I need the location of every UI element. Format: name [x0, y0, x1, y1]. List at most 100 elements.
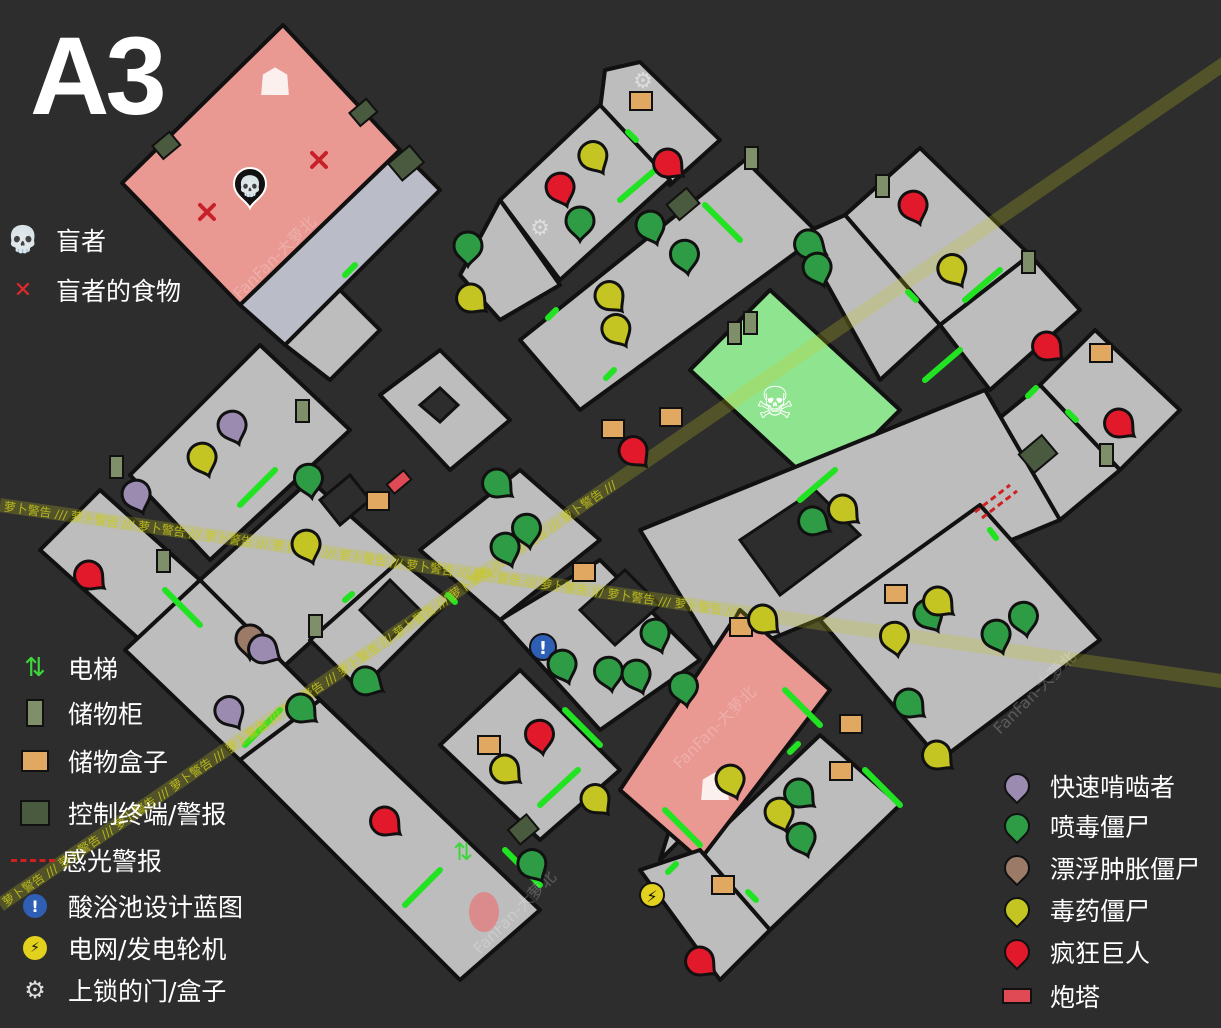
legend-label: 喷毒僵尸: [1050, 813, 1151, 842]
gear-icon: ⚙: [530, 216, 550, 241]
locker-icon: [18, 696, 52, 730]
elevator-icon: ⇅: [24, 653, 46, 683]
door: [603, 367, 617, 381]
blind-food-x-icon: [198, 151, 328, 221]
purple-marker-icon: [998, 767, 1036, 805]
legend-label: 储物柜: [68, 700, 144, 729]
box-icon: [839, 714, 863, 734]
door: [1025, 385, 1039, 399]
legend-item-purple: 快速啃啮者: [998, 767, 1176, 805]
door: [787, 741, 801, 755]
locker-icon: [727, 321, 742, 345]
generator-icon: ⚡: [18, 931, 52, 965]
door: [562, 707, 603, 748]
doors: [162, 129, 1079, 908]
locker-icon: [1021, 250, 1036, 274]
door: [1065, 409, 1079, 423]
locker-icon: [875, 174, 890, 198]
door: [342, 591, 355, 603]
door: [445, 592, 458, 605]
x-mark-icon: ✕: [13, 277, 33, 303]
box-icon: [711, 875, 735, 895]
legend-label: 电梯: [68, 655, 119, 684]
terminals: [151, 97, 1059, 846]
legend-label: 储物盒子: [68, 748, 169, 777]
blind-boss-skull-icon: 💀: [232, 166, 268, 211]
legend-label: 上锁的门/盒子: [68, 977, 227, 1006]
hole-ring: [417, 385, 461, 425]
blind-room-icons: 💀 ☗ ☗: [198, 60, 732, 809]
box-icon: [829, 761, 853, 781]
box-icon: [659, 407, 683, 427]
door: [862, 767, 903, 808]
legend-label: 盲者: [56, 227, 107, 256]
special-icons: ! ⚡ ⇅: [385, 468, 665, 932]
svg-text:💀: 💀: [238, 174, 263, 198]
legend-item-red: 疯狂巨人: [998, 933, 1151, 971]
terminal-icon: [348, 97, 379, 128]
door: [922, 347, 963, 383]
lockers: [109, 146, 1114, 638]
legend-item-blind-food: ✕ 盲者的食物: [6, 272, 181, 308]
legend-item-generator: ⚡ 电网/发电轮机: [18, 930, 226, 966]
turret-icon: [1000, 979, 1034, 1013]
generator-icon: ⚡: [639, 882, 665, 908]
legend-item-terminal: 控制终端/警报: [18, 795, 226, 831]
door: [987, 527, 999, 541]
door: [402, 867, 443, 908]
room-center-lower: [438, 668, 622, 842]
door: [702, 202, 743, 243]
brown-marker-icon: [998, 849, 1036, 887]
blueprint-icon: !: [18, 889, 52, 923]
terminal-icon: [665, 186, 701, 222]
door: [962, 267, 1003, 303]
legend-item-brown: 漂浮肿胀僵尸: [998, 849, 1201, 887]
door: [625, 129, 639, 143]
legend-item-gear: ⚙ 上锁的门/盒子: [18, 972, 226, 1008]
door: [537, 767, 581, 808]
door: [242, 707, 283, 748]
door: [662, 807, 703, 848]
legend-label: 疯狂巨人: [1050, 939, 1151, 968]
terminal-icon: [151, 130, 182, 161]
blueprint-icon: !: [529, 633, 557, 661]
elevator-icon: ⇅: [453, 838, 473, 866]
door: [617, 167, 658, 203]
door: [545, 307, 559, 321]
legend-item-yellow: 毒药僵尸: [998, 891, 1150, 929]
box-icon: [366, 491, 390, 511]
svg-text:⇅: ⇅: [453, 838, 473, 866]
box-icon: [601, 419, 625, 439]
yellow-marker-icon: [998, 891, 1036, 929]
legend-label: 感光警报: [62, 847, 163, 876]
room-center-main: [498, 558, 702, 732]
skull-icon: 💀: [6, 225, 40, 255]
locker-icon: [295, 399, 310, 423]
corridor-connector: [283, 288, 382, 382]
box-icon: [629, 91, 653, 111]
door: [745, 889, 759, 903]
legend-label: 漂浮肿胀僵尸: [1050, 855, 1201, 884]
legend-item-elevator: ⇅ 电梯: [18, 650, 118, 686]
door: [162, 587, 203, 628]
map-title: A3: [30, 15, 167, 138]
legend-item-blind: 💀 盲者: [6, 222, 106, 258]
box-icon: [18, 744, 52, 778]
door: [665, 861, 679, 875]
legend-item-laser: 感光警报: [10, 842, 162, 878]
box-icon: [572, 562, 596, 582]
legend-item-locker: 储物柜: [18, 695, 143, 731]
legend-label: 快速啃啮者: [1050, 773, 1176, 802]
terminal-icon: [18, 796, 52, 830]
legend-item-green: 喷毒僵尸: [998, 807, 1151, 845]
legend-label: 酸浴池设计蓝图: [68, 893, 244, 922]
room-upper-left-band: [458, 198, 562, 322]
locker-icon: [308, 614, 323, 638]
gear-icon: ⚙: [24, 976, 46, 1004]
door: [342, 262, 358, 278]
locker-icon: [743, 311, 758, 335]
door: [905, 289, 919, 303]
safe-room-skull-icon: ☠: [755, 378, 794, 429]
box-icon: [477, 735, 501, 755]
